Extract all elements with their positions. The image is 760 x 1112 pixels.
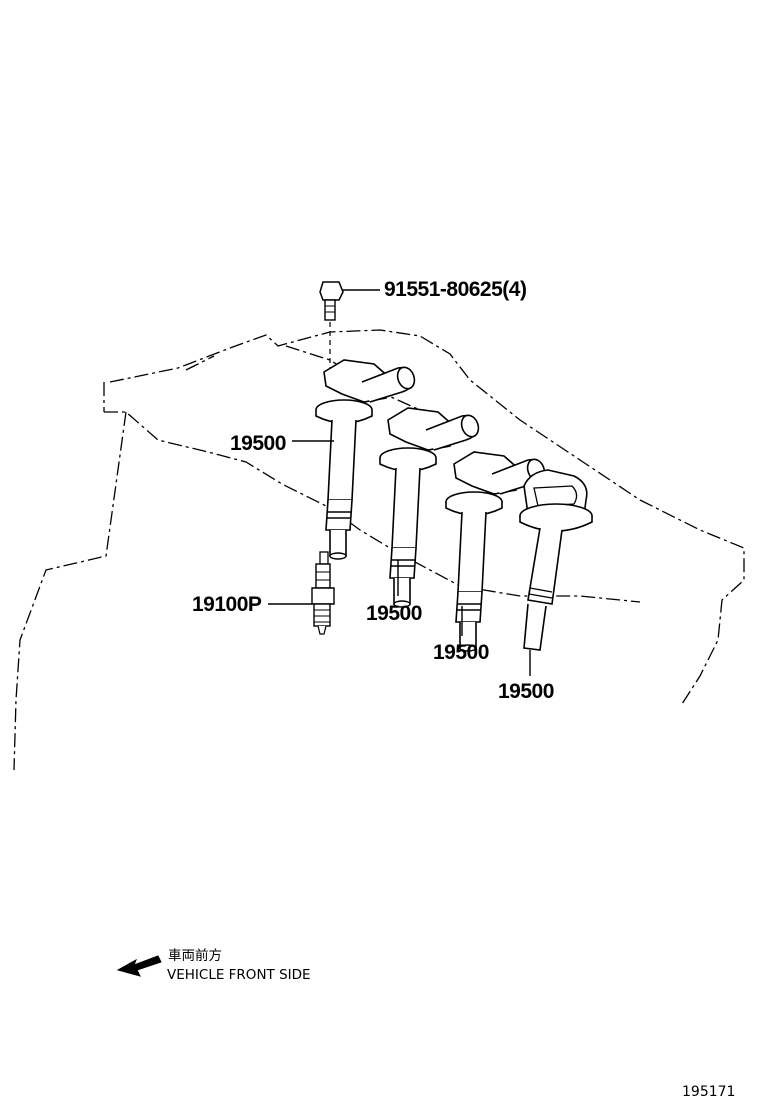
callout-coil-4: 19500 <box>498 680 554 703</box>
callout-coil-2: 19500 <box>366 602 422 625</box>
front-note-english: VEHICLE FRONT SIDE <box>167 967 311 983</box>
callout-spark-plug: 19100P <box>192 593 262 616</box>
callout-coil-1: 19500 <box>230 432 286 455</box>
spark-plug <box>268 551 335 635</box>
ignition-coil-3 <box>445 451 549 652</box>
ignition-coil-4 <box>519 469 593 676</box>
ignition-coil-1 <box>292 359 419 560</box>
figure-number: 195171 <box>682 1084 735 1100</box>
front-direction-arrow-icon <box>116 955 162 977</box>
callout-coil-3: 19500 <box>433 641 489 664</box>
ignition-coil-2 <box>379 407 483 608</box>
front-note-japanese: 車両前方 <box>168 947 222 964</box>
callout-bolt: 91551-80625(4) <box>384 278 526 301</box>
bolt <box>319 281 380 370</box>
